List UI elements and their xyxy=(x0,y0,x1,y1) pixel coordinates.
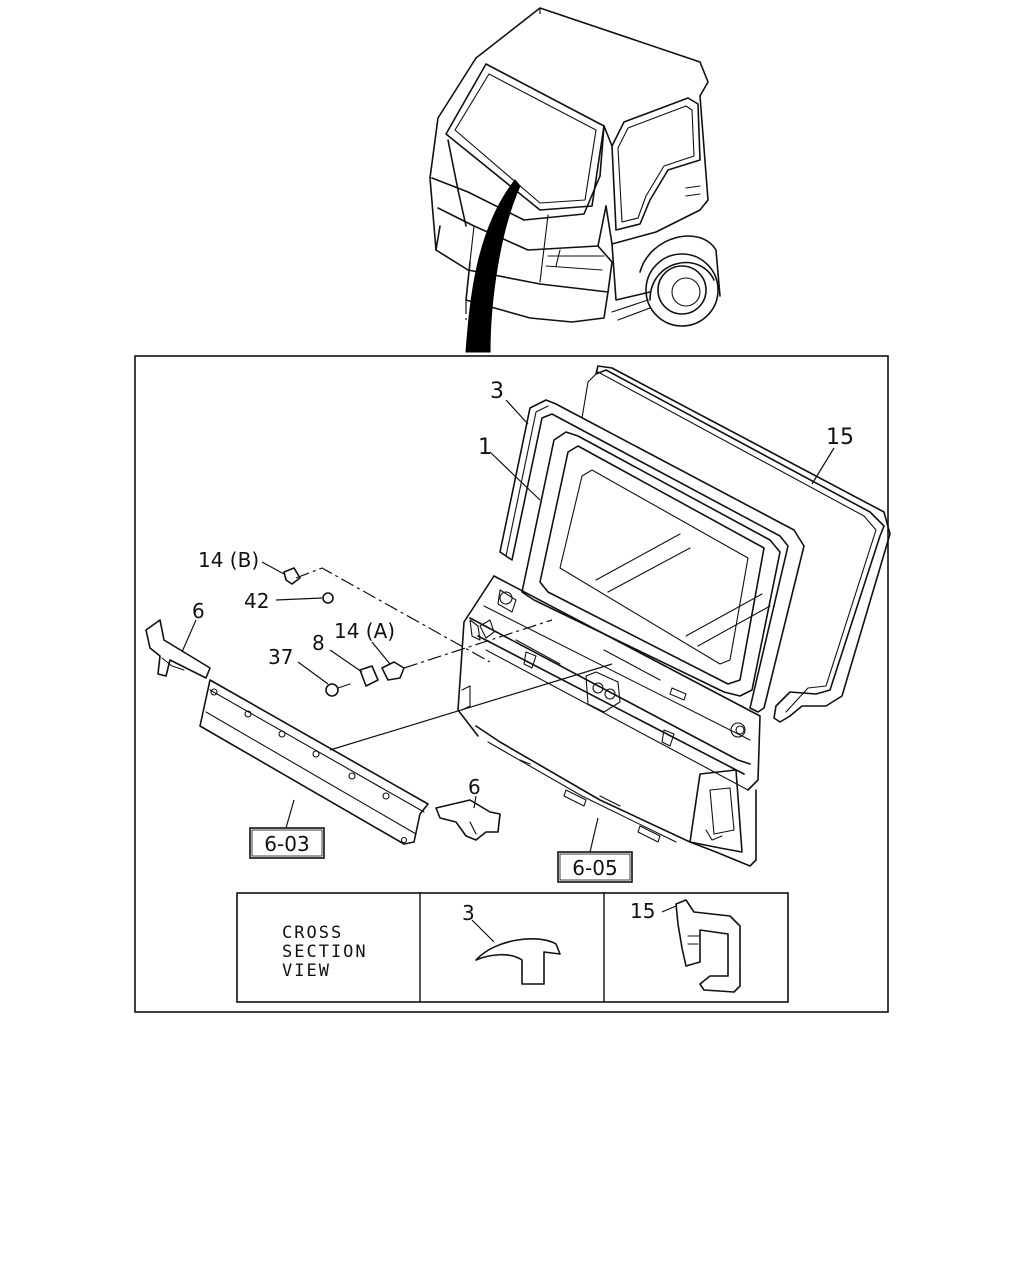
assembly-line-2 xyxy=(403,619,553,669)
truck-cab-illustration xyxy=(429,7,721,353)
moulding-3 xyxy=(499,399,805,713)
bracket-6-left xyxy=(145,619,211,679)
callout-15: 15 xyxy=(826,425,854,450)
assembly-line-1 xyxy=(295,567,491,663)
callout-6-left: 6 xyxy=(192,599,205,623)
bracket-6-right xyxy=(435,799,501,841)
profile-15-label: 15 xyxy=(630,899,655,923)
leader-15 xyxy=(811,447,835,485)
profile-3: 3 xyxy=(462,901,561,985)
profile-3-label: 3 xyxy=(462,901,475,925)
nut-8 xyxy=(359,665,379,687)
leader-14a xyxy=(371,641,391,665)
cross-section-table: CROSS SECTION VIEW 3 15 xyxy=(236,892,789,1003)
callout-42: 42 xyxy=(244,589,269,613)
callout-14b: 14 (B) xyxy=(198,548,259,572)
leader-42 xyxy=(275,597,323,601)
diagram-frame xyxy=(134,355,889,1013)
leader-603 xyxy=(285,799,295,829)
cross-section-title-line1: CROSS xyxy=(282,923,343,943)
callout-37: 37 xyxy=(268,645,293,669)
leader-1 xyxy=(489,451,541,501)
assembly-line-3 xyxy=(329,663,613,751)
callout-14a: 14 (A) xyxy=(334,619,395,643)
ref-6-03-label: 6-03 xyxy=(264,832,309,856)
leader-6-right xyxy=(473,795,477,809)
front-panel-assembly xyxy=(457,575,761,867)
leader-6-left xyxy=(181,619,197,653)
cross-section-title-line2: SECTION xyxy=(282,942,368,962)
callout-3: 3 xyxy=(490,379,504,404)
cross-section-title-line3: VIEW xyxy=(282,961,331,981)
grommet-42 xyxy=(322,592,334,604)
ref-6-05-label: 6-05 xyxy=(572,856,617,880)
leader-605 xyxy=(589,817,599,853)
leader-3 xyxy=(505,399,529,425)
callout-6-right: 6 xyxy=(468,775,481,799)
ref-box-6-05: 6-05 xyxy=(557,851,633,883)
windshield-glass-1 xyxy=(521,431,781,697)
leader-8 xyxy=(329,649,363,673)
callout-1: 1 xyxy=(478,435,492,460)
clip-14b xyxy=(283,567,301,585)
ref-box-6-03: 6-03 xyxy=(249,827,325,859)
leader-37 xyxy=(297,661,329,685)
cowl-cover xyxy=(199,679,429,845)
weatherstrip-15 xyxy=(581,365,891,723)
leader-14b xyxy=(261,561,285,575)
clip-14a xyxy=(381,661,405,681)
profile-15: 15 xyxy=(630,899,741,993)
callout-8: 8 xyxy=(312,631,325,655)
screw-37 xyxy=(325,683,351,697)
